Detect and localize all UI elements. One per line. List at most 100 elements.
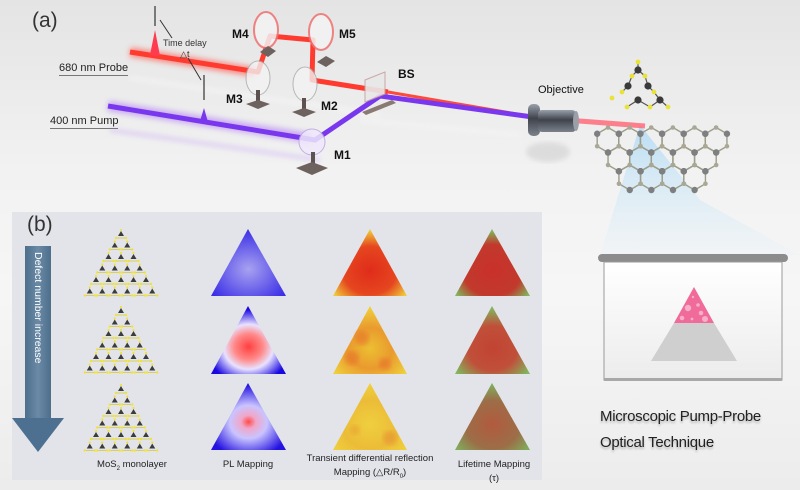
sulfur-atom	[665, 104, 671, 110]
sulfur-atom	[624, 104, 630, 110]
caption-tdr-line2-main: Mapping (△R/R	[333, 467, 400, 478]
pl-map-row2	[211, 306, 286, 374]
projection-screen	[598, 254, 788, 381]
pump-beam	[107, 93, 541, 143]
beam-reflections	[109, 76, 521, 163]
lattice-atom	[648, 149, 655, 156]
mirror-m1-label: M1	[334, 148, 351, 162]
mirror-m1	[296, 128, 328, 175]
lattice-atom	[638, 143, 643, 149]
molybdenum-atom	[624, 82, 632, 90]
lattice-atom	[615, 168, 623, 175]
lattice-atom	[637, 130, 644, 137]
pump-pulse	[200, 108, 208, 122]
lattice-atom	[724, 143, 730, 149]
mos2-structures	[83, 228, 159, 452]
tdr-map-row1	[333, 229, 407, 296]
mirror-m2-label: M2	[321, 99, 338, 113]
objective-lens	[526, 104, 579, 162]
mirror-m3-label: M3	[226, 92, 243, 106]
caption-lifetime: Lifetime Mapping (τ)	[457, 459, 531, 484]
probe-pulse	[150, 30, 160, 56]
lattice-atom	[713, 125, 719, 130]
lattice-atom	[691, 186, 698, 194]
lattice-atom	[659, 181, 665, 187]
lattice-atom	[626, 186, 633, 194]
lattice-atom	[594, 143, 600, 149]
lattice-atom	[648, 186, 655, 194]
time-delay-arrow-2	[187, 57, 202, 81]
caption-tdr-line2-tail: )	[403, 467, 407, 478]
probe-label: 680 nm Probe	[59, 62, 129, 76]
lattice-atom	[605, 162, 611, 168]
lattice-atom	[681, 143, 687, 149]
lattice-atom	[658, 168, 666, 175]
caption-mos2-tail: monolayer	[119, 459, 167, 470]
lattice-atom	[626, 149, 633, 156]
sulfur-atom	[619, 89, 625, 95]
beam-splitter-label: BS	[398, 67, 415, 81]
mirror-m5	[308, 13, 335, 67]
lattice-atom	[691, 149, 698, 156]
time-delay-text: Time delay	[163, 38, 207, 48]
caption-tdr: Transient differential reflection Mappin…	[290, 452, 450, 484]
mirror-m2	[292, 66, 318, 117]
lattice-atom	[713, 149, 720, 156]
substrate-lattice	[593, 125, 731, 194]
lattice-atom	[669, 186, 677, 194]
mirror-m4-label: M4	[232, 27, 249, 41]
mirror-m3	[245, 60, 271, 109]
beam-splitter	[362, 71, 396, 115]
time-delay-arrow-1	[159, 19, 173, 39]
defect-arrow-label: Defect number increase	[32, 252, 44, 364]
lattice-atom	[703, 181, 708, 187]
lattice-atom	[659, 143, 665, 149]
technique-caption-line2: Optical Technique	[600, 434, 714, 451]
lattice-atom	[713, 162, 719, 168]
mirror-m4	[253, 11, 279, 57]
lattice-atom	[702, 168, 709, 175]
molybdenum-atom	[634, 66, 642, 74]
lattice-atom	[692, 125, 697, 130]
lattice-atom	[680, 168, 687, 175]
screen-triangle-base	[651, 323, 737, 361]
lattice-atom	[616, 143, 622, 149]
panel-a-label: (a)	[32, 9, 58, 32]
lattice-atom	[627, 162, 633, 168]
lattice-atom	[627, 125, 632, 130]
lattice-atom	[648, 125, 654, 130]
caption-tdr-line2-sub: 0	[399, 473, 404, 480]
lattice-atom	[702, 130, 709, 137]
pl-map-row3	[211, 383, 286, 450]
objective-label: Objective	[538, 84, 584, 96]
pl-map-row1	[211, 229, 286, 296]
lattice-atom	[723, 130, 731, 137]
sulfur-atom	[651, 89, 657, 95]
caption-tdr-line2: Mapping (△R/R0)	[290, 466, 450, 484]
lattice-atom	[616, 181, 622, 187]
lattice-atom	[658, 130, 666, 137]
lattice-atom	[670, 125, 676, 130]
sulfur-atom	[642, 73, 648, 79]
caption-mos2-sub: 2	[116, 465, 120, 472]
tdr-map-row2	[333, 306, 407, 374]
lattice-atom	[703, 143, 708, 149]
screen-triangle-top	[674, 287, 714, 323]
panel-b-label: (b)	[27, 213, 53, 236]
lattice-atom	[604, 149, 612, 156]
lattice-atom	[593, 130, 601, 137]
lattice-atom	[637, 168, 644, 175]
lattice-atom	[692, 162, 697, 168]
sulfur-atom	[635, 59, 641, 65]
light-cone	[600, 125, 800, 255]
lattice-atom	[615, 130, 622, 137]
molybdenum-atom	[644, 82, 652, 90]
mos2-triangle-row3	[83, 383, 159, 452]
sulfur-atom	[609, 95, 615, 101]
technique-caption-line1: Microscopic Pump-Probe	[600, 408, 761, 425]
pump-label: 400 nm Pump	[50, 115, 119, 129]
lattice-atom	[649, 162, 654, 168]
molybdenum-atom	[634, 96, 642, 104]
time-delay-label: Time delay △t	[163, 38, 207, 60]
